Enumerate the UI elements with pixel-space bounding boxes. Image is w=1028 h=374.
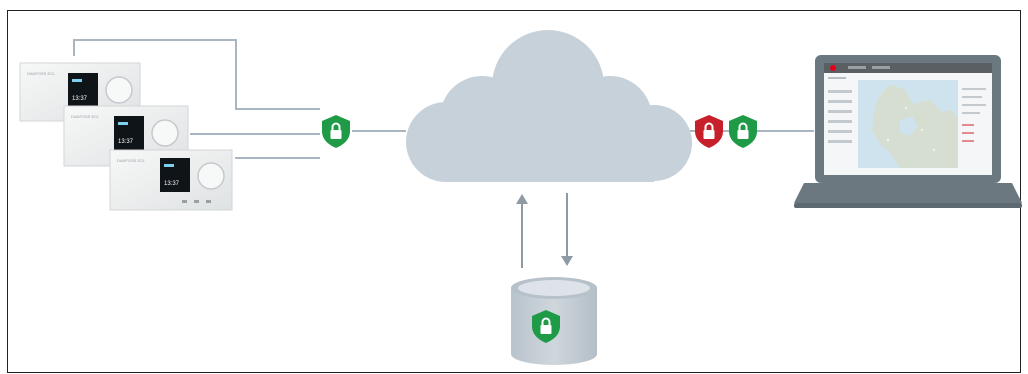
device-time: 13:37 (72, 96, 88, 102)
device-time: 13:37 (118, 139, 134, 145)
device-brand: DANFOSS ECL (71, 114, 100, 119)
sync-arrows (516, 193, 573, 268)
arrow-up-head (516, 194, 528, 204)
laptop-icon (794, 55, 1022, 208)
heating-controller-icon: DANFOSS ECL 13:37 (109, 149, 233, 211)
device-time: 13:37 (164, 181, 180, 187)
arrow-down-head (561, 256, 573, 266)
lock-shield-icon (695, 115, 723, 148)
line-device-1 (73, 39, 320, 110)
lock-shield-icon (532, 310, 560, 343)
device-brand: DANFOSS ECL (27, 71, 56, 76)
frame-border (7, 10, 1021, 373)
cloud-icon (406, 30, 692, 182)
lock-shield-icon (322, 115, 350, 148)
device-brand: DANFOSS ECL (117, 158, 146, 163)
lock-shield-icon (729, 115, 757, 148)
